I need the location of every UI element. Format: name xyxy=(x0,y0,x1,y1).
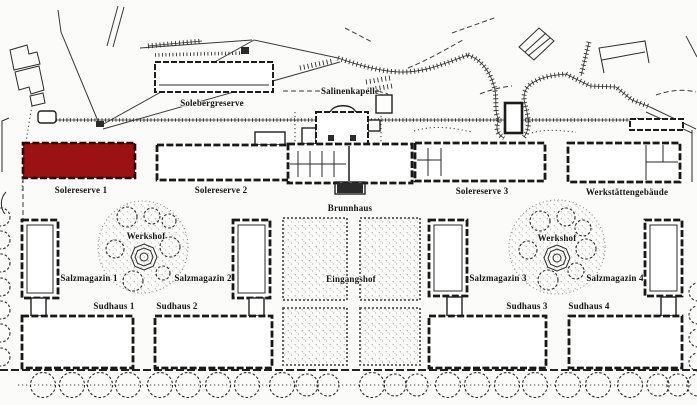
edge-trees-west xyxy=(0,207,11,367)
fountain-octagon-west xyxy=(130,243,158,271)
label-sudhaus-1: Sudhaus 1 xyxy=(93,301,134,311)
building-sudhaus-4 xyxy=(567,314,684,370)
label-werkshof-west: Werkshof xyxy=(127,231,167,241)
fountain-octagon-east xyxy=(543,244,571,272)
brunnhaus-porch xyxy=(337,183,363,193)
label-werkstaettengebaeude: Werkstättengebäude xyxy=(586,187,668,197)
label-salinenkapelle: Salinenkapelle xyxy=(321,86,379,96)
highlight-rect xyxy=(21,141,137,180)
building-sudhaus-1 xyxy=(20,314,135,370)
label-brunnhaus: Brunnhaus xyxy=(328,203,373,213)
label-solebergreserve: Solebergreserve xyxy=(180,98,244,108)
building-sudhaus-2 xyxy=(153,314,274,370)
labels: Solebergreserve Salinenkapelle Solereser… xyxy=(54,85,669,312)
label-salzmagazin-3: Salzmagazin 3 xyxy=(469,273,527,283)
label-sudhaus-3: Sudhaus 3 xyxy=(506,301,547,311)
label-sudhaus-2: Sudhaus 2 xyxy=(156,301,197,311)
label-eingangshof: Eingangshof xyxy=(326,274,377,284)
label-sudhaus-4: Sudhaus 4 xyxy=(568,301,609,311)
building-brunnhaus xyxy=(286,105,414,195)
eingangshof-courtyards xyxy=(282,217,421,366)
werkshof-east-garden xyxy=(508,199,606,295)
terrain-embankment xyxy=(147,16,697,182)
tree-allee xyxy=(18,371,697,399)
edge-trees-east xyxy=(688,282,697,372)
label-salzmagazin-1: Salzmagazin 1 xyxy=(60,273,118,283)
building-solebergreserve xyxy=(154,61,274,93)
building-solereserve-1-highlighted xyxy=(21,141,137,180)
outbuildings-west xyxy=(0,44,46,215)
building-sudhaus-3 xyxy=(427,314,548,370)
label-solereserve-3: Solereserve 3 xyxy=(456,186,509,196)
label-salzmagazin-4: Salzmagazin 4 xyxy=(586,273,644,283)
label-solereserve-1: Solereserve 1 xyxy=(55,185,108,195)
label-werkshof-ost: Werkshof xyxy=(538,233,578,243)
building-salzmagazin-2 xyxy=(231,218,272,317)
salinenkapelle-group xyxy=(283,75,393,142)
building-salzmagazin-3 xyxy=(427,218,469,317)
chapel-outline xyxy=(375,94,393,114)
label-solereserve-2: Solereserve 2 xyxy=(195,185,248,195)
building-shed-east xyxy=(629,118,684,131)
building-werkstaettengebaeude xyxy=(566,141,682,184)
building-salzmagazin-4 xyxy=(643,218,684,317)
building-salzmagazin-1 xyxy=(20,218,60,317)
label-salzmagazin-2: Salzmagazin 2 xyxy=(174,273,232,283)
building-slope-structure xyxy=(503,101,524,135)
building-solereserve-2 xyxy=(155,131,292,182)
building-solereserve-3 xyxy=(413,141,547,183)
werkshof-west-garden xyxy=(97,200,189,294)
